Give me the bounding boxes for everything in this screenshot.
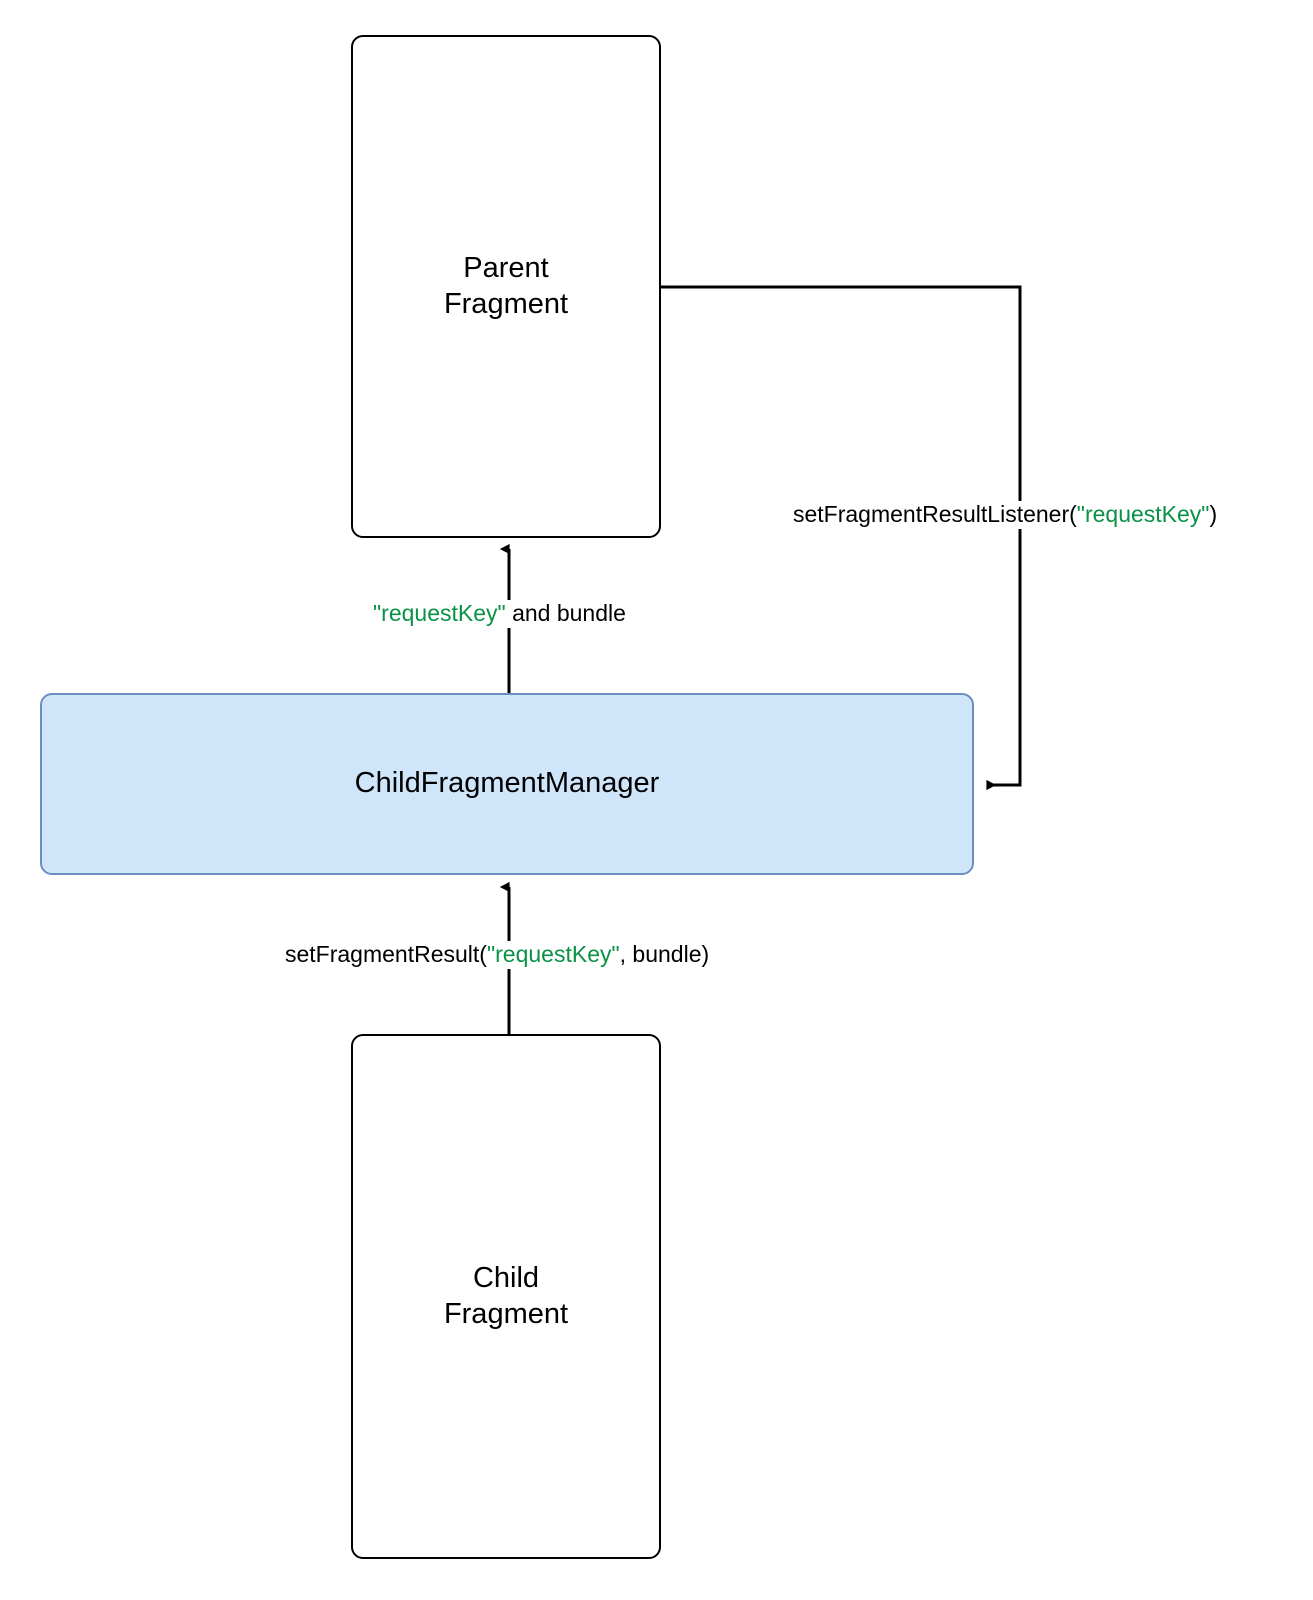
node-child-fragment-manager-label: ChildFragmentManager [354,767,660,800]
edge-label-set-fragment-result-listener: setFragmentResultListener("requestKey") [789,501,1222,529]
edge-label-part-bundle: , bundle) [619,941,710,967]
edge-label-part-request-key: "requestKey" [486,941,620,967]
edge-label-part-and-bundle: and bundle [505,600,626,626]
edge-label-set-fragment-result: setFragmentResult("requestKey", bundle) [281,941,714,969]
edge-label-part-request-key: "requestKey" [1076,501,1210,527]
edge-label-part-text: setFragmentResultListener( [793,501,1077,527]
node-child-fragment-label: Child Fragment [443,1262,569,1330]
edge-label-part-request-key: "requestKey" [373,600,506,626]
edge-label-request-key-and-bundle: "requestKey" and bundle [369,600,630,628]
edge-label-part-close-paren: ) [1209,501,1218,527]
edge-label-part-text: setFragmentResult( [285,941,487,967]
node-child-fragment[interactable]: Child Fragment [351,1034,661,1559]
node-parent-fragment[interactable]: Parent Fragment [351,35,661,538]
node-parent-fragment-label: Parent Fragment [443,252,569,320]
node-child-fragment-manager[interactable]: ChildFragmentManager [40,693,974,875]
